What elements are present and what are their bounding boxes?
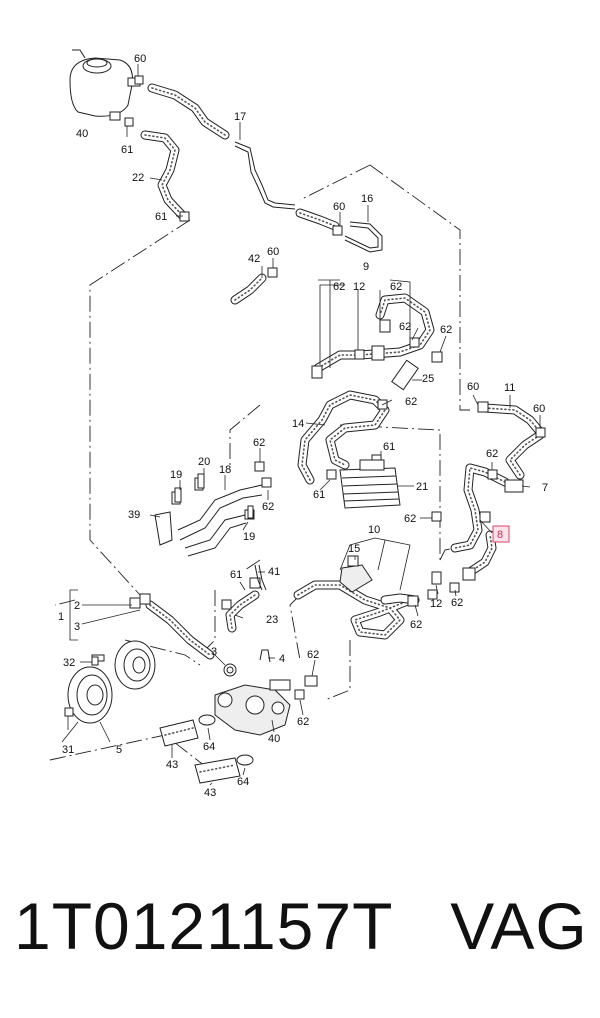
callout-43: 43 <box>166 759 178 771</box>
callout-62: 62 <box>253 437 265 449</box>
callout-21: 21 <box>416 481 428 493</box>
callout-61: 61 <box>155 211 167 223</box>
callout-60: 60 <box>533 403 545 415</box>
callouts: 60 40 61 17 22 61 60 16 42 60 9 62 12 62… <box>58 53 548 799</box>
clamps <box>124 75 546 700</box>
callout-15: 15 <box>348 543 360 555</box>
callout-8: 8 <box>497 529 503 541</box>
callout-62: 62 <box>333 281 345 293</box>
pipe-17 <box>234 141 296 206</box>
callout-25: 25 <box>422 373 434 385</box>
callout-40: 40 <box>268 733 280 745</box>
callout-20: 20 <box>198 456 210 468</box>
callout-40: 40 <box>76 128 88 140</box>
callout-61: 61 <box>313 489 325 501</box>
callout-1: 1 <box>58 611 64 623</box>
callout-41: 41 <box>268 566 280 578</box>
callout-8-highlight <box>492 525 510 543</box>
part-number-caption: 1T0121157T VAG <box>14 888 588 964</box>
callout-12: 12 <box>353 281 365 293</box>
callout-5: 5 <box>116 744 122 756</box>
callout-64: 64 <box>203 741 215 753</box>
callout-4: 4 <box>279 653 285 665</box>
callout-62: 62 <box>390 281 402 293</box>
callout-3: 3 <box>74 621 80 633</box>
callout-60: 60 <box>467 381 479 393</box>
callout-31: 31 <box>62 744 74 756</box>
hoses <box>140 83 545 660</box>
callout-62: 62 <box>307 649 319 661</box>
callout-32: 32 <box>63 657 75 669</box>
callout-7: 7 <box>542 482 548 494</box>
hose-sections-43 <box>159 714 254 784</box>
callout-19: 19 <box>170 469 182 481</box>
callout-60: 60 <box>267 246 279 258</box>
callout-62: 62 <box>486 448 498 460</box>
callout-61: 61 <box>121 144 133 156</box>
callout-62: 62 <box>262 501 274 513</box>
callout-17: 17 <box>234 111 246 123</box>
callout-62: 62 <box>297 716 309 728</box>
callout-14: 14 <box>292 418 304 430</box>
callout-60: 60 <box>333 201 345 213</box>
callout-62: 62 <box>405 396 417 408</box>
callout-11: 11 <box>504 382 515 394</box>
valve-15 <box>339 555 373 593</box>
callout-23: 23 <box>266 614 278 626</box>
callout-62: 62 <box>404 513 416 525</box>
brand-name: VAG <box>450 889 588 963</box>
callout-3: 3 <box>211 646 217 658</box>
cooling-system-exploded-diagram: 60 40 61 17 22 61 60 16 42 60 9 62 12 62… <box>49 49 548 799</box>
part-number: 1T0121157T <box>14 889 393 963</box>
leader-lines <box>67 64 541 786</box>
callout-61: 61 <box>230 569 242 581</box>
callout-18: 18 <box>219 464 231 476</box>
callout-43: 43 <box>204 787 216 799</box>
callout-22: 22 <box>132 172 144 184</box>
callout-62: 62 <box>451 597 463 609</box>
expansion-tank <box>69 49 141 121</box>
callout-12: 12 <box>430 598 442 610</box>
callout-62: 62 <box>399 321 411 333</box>
pulleys <box>61 640 156 743</box>
callout-10: 10 <box>368 524 380 536</box>
callout-62: 62 <box>440 324 452 336</box>
coolant-pump <box>214 649 291 736</box>
callout-60: 60 <box>134 53 146 65</box>
callout-42: 42 <box>248 253 260 265</box>
callout-19: 19 <box>243 531 255 543</box>
bolts <box>91 473 254 666</box>
callout-39: 39 <box>128 509 140 521</box>
callout-61: 61 <box>383 441 395 453</box>
callout-62: 62 <box>410 619 422 631</box>
callout-16: 16 <box>361 193 373 205</box>
callout-9: 9 <box>363 261 369 273</box>
oil-cooler <box>339 459 401 509</box>
callout-64: 64 <box>237 776 249 788</box>
callout-2: 2 <box>74 600 80 612</box>
